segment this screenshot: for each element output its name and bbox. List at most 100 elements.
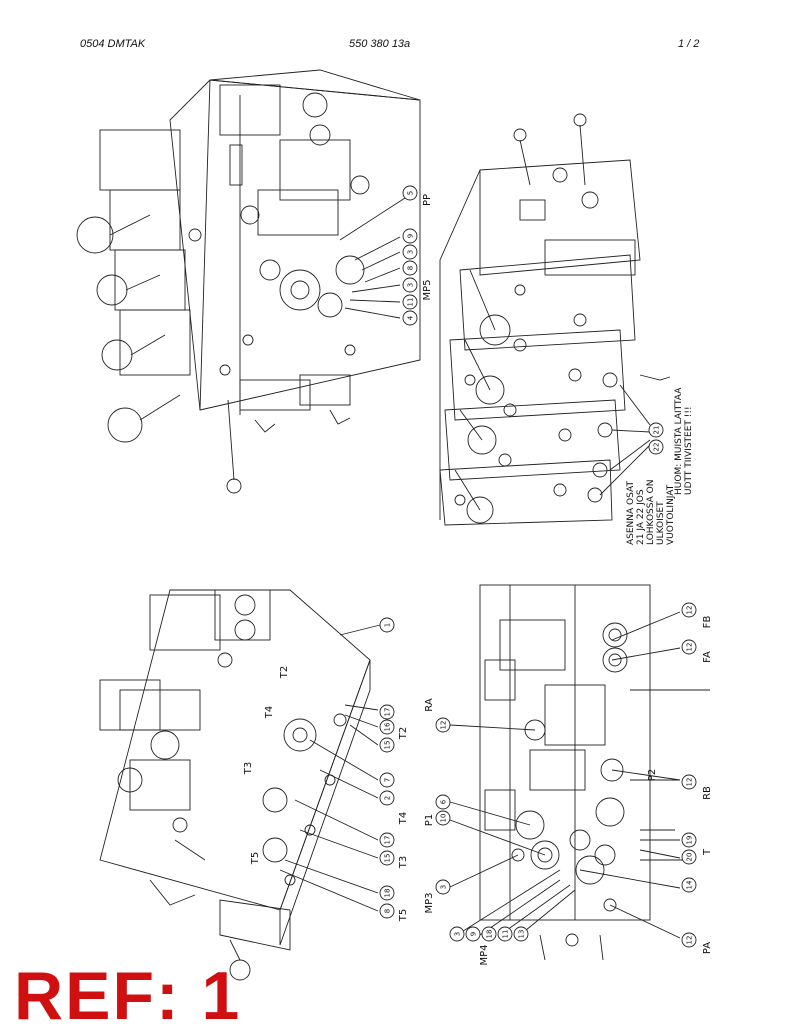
- svg-text:18: 18: [486, 930, 494, 939]
- svg-text:12: 12: [686, 936, 694, 945]
- svg-text:19: 19: [686, 836, 694, 845]
- svg-text:12: 12: [686, 778, 694, 787]
- balloon-callout: 14: [681, 877, 697, 893]
- note2-line5: VUOTOLINJAT: [666, 484, 676, 545]
- port-label: FA: [702, 651, 713, 663]
- balloon-callout: 12: [435, 717, 451, 733]
- port-label: T3: [398, 856, 409, 869]
- port-label: T5: [250, 852, 261, 865]
- balloon-callout: 10: [435, 810, 451, 826]
- balloon-callout: 8: [379, 903, 395, 919]
- part-number: 550 380 13a: [349, 38, 411, 50]
- port-label: T2: [279, 666, 290, 679]
- port-label: FB: [702, 616, 713, 629]
- balloon-callout: 13: [513, 926, 529, 942]
- balloon-callout: 3: [449, 926, 465, 942]
- balloon-callout: 17: [379, 704, 395, 720]
- svg-text:1: 1: [384, 623, 392, 627]
- svg-text:3: 3: [440, 885, 448, 889]
- balloon-callout: 15: [379, 850, 395, 866]
- bottom-right-valve-view: [449, 584, 710, 961]
- note2-line1: ASENNA OSAT: [626, 481, 636, 545]
- svg-text:3: 3: [407, 283, 415, 287]
- svg-text:6: 6: [440, 799, 448, 804]
- balloon-callout: 9: [465, 926, 481, 942]
- port-label: T3: [243, 762, 254, 775]
- svg-text:20: 20: [686, 853, 694, 862]
- balloon-callout: 3: [435, 879, 451, 895]
- balloon-callout: 6: [435, 794, 451, 810]
- svg-text:3: 3: [407, 250, 415, 254]
- svg-text:16: 16: [384, 722, 392, 731]
- balloon-callout: 20: [681, 849, 697, 865]
- top-left-valve-view: [76, 69, 421, 494]
- port-label: MP4: [479, 944, 490, 965]
- svg-text:18: 18: [384, 889, 392, 898]
- bottom-left-valve-view: [99, 589, 381, 981]
- svg-text:22: 22: [653, 443, 661, 452]
- svg-text:17: 17: [384, 708, 392, 717]
- balloon-callout: 15: [379, 737, 395, 753]
- balloon-callout: 21: [648, 422, 664, 438]
- ref-stamp: REF: 1: [14, 958, 242, 1034]
- svg-text:11: 11: [502, 930, 510, 939]
- port-label: P1: [424, 814, 435, 826]
- balloon-callout: 2: [379, 790, 395, 806]
- svg-text:17: 17: [384, 836, 392, 845]
- port-label: T4: [264, 706, 275, 719]
- balloon-callout: 18: [379, 885, 395, 901]
- balloon-callout: 12: [681, 774, 697, 790]
- svg-text:13: 13: [518, 930, 526, 939]
- balloon-callout: 17: [379, 832, 395, 848]
- note2-line3: LOHKOSSA ON: [646, 480, 656, 545]
- balloon-callout: 3: [402, 244, 418, 260]
- port-label: T2: [398, 727, 409, 740]
- port-label: T: [702, 848, 713, 856]
- port-label: RA: [424, 698, 435, 712]
- svg-text:5: 5: [407, 191, 415, 195]
- balloon-callout: 3: [402, 277, 418, 293]
- balloon-callout: 16: [379, 719, 395, 735]
- port-label: PA: [702, 942, 713, 954]
- balloon-callout: 4: [402, 310, 418, 326]
- balloon-callout: 11: [497, 926, 513, 942]
- balloon-callout: 12: [681, 639, 697, 655]
- svg-text:12: 12: [686, 643, 694, 652]
- balloon-callout: 7: [379, 772, 395, 788]
- svg-text:9: 9: [407, 234, 415, 238]
- top-right-valve-view: [439, 113, 671, 526]
- balloon-callout: 11: [402, 294, 418, 310]
- note2-line4: ULKOISET: [656, 501, 666, 545]
- balloon-callout: 1: [379, 617, 395, 633]
- balloon-callout: 19: [681, 832, 697, 848]
- port-label: MP5: [422, 279, 433, 300]
- svg-text:14: 14: [686, 880, 694, 889]
- svg-text:8: 8: [407, 266, 415, 270]
- svg-text:4: 4: [407, 315, 415, 320]
- svg-text:15: 15: [384, 854, 392, 863]
- page-number: 1 / 2: [678, 38, 700, 50]
- note1-line2: UDTT TIIVISTEET !!!: [684, 406, 694, 495]
- port-label: PP: [422, 194, 433, 206]
- balloon-callout: 8: [402, 260, 418, 276]
- port-label: P2: [647, 769, 658, 781]
- svg-text:8: 8: [384, 909, 392, 913]
- balloon-callout: 9: [402, 228, 418, 244]
- port-label: RB: [702, 786, 713, 800]
- svg-text:9: 9: [470, 932, 478, 936]
- note1-line1: HUOM: MUISTA LAITTAA: [674, 387, 684, 495]
- port-label: MP3: [424, 892, 435, 913]
- svg-text:10: 10: [440, 814, 448, 823]
- svg-text:7: 7: [384, 778, 392, 782]
- port-label: T5: [398, 909, 409, 922]
- svg-text:2: 2: [384, 796, 392, 800]
- svg-text:3: 3: [454, 932, 462, 936]
- balloon-callout: 18: [481, 926, 497, 942]
- svg-text:11: 11: [407, 298, 415, 307]
- svg-text:12: 12: [686, 606, 694, 615]
- svg-text:12: 12: [440, 721, 448, 730]
- port-label: T4: [398, 812, 409, 825]
- balloon-callout: 12: [681, 602, 697, 618]
